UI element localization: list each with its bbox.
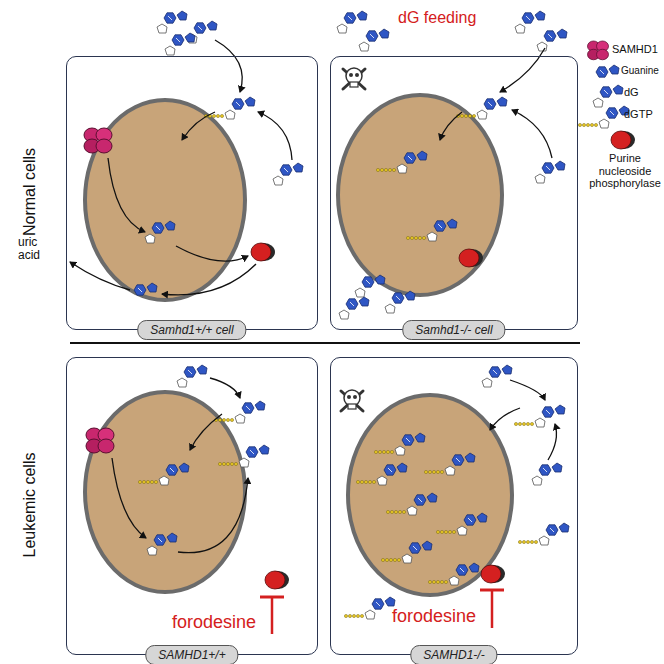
row-label: Normal cells <box>21 148 39 236</box>
cell-label: SAMHD1-/- <box>410 645 497 664</box>
cell-panel: Samhd1+/+ cell <box>66 56 318 330</box>
product-label: uric acid <box>18 236 62 262</box>
legend-text: dGTP <box>624 108 653 120</box>
legend-text: Guanine <box>621 65 659 76</box>
cell-label: Samhd1+/+ cell <box>137 320 246 340</box>
cell-label: SAMHD1+/+ <box>145 645 238 664</box>
row-label: Leukemic cells <box>21 453 39 558</box>
cell-label: Samhd1-/- cell <box>402 320 505 340</box>
cell-panel: Samhd1-/- cell <box>330 56 578 330</box>
legend-text: Purine nucleoside phosphorylase <box>588 152 662 190</box>
cell-panel: SAMHD1+/+ <box>66 357 318 655</box>
legend-text: dG <box>624 86 639 98</box>
drug-label: forodesine <box>392 606 476 627</box>
legend-text: SAMHD1 <box>612 43 658 55</box>
drug-label: forodesine <box>172 612 256 633</box>
title-label: dG feeding <box>398 9 476 27</box>
